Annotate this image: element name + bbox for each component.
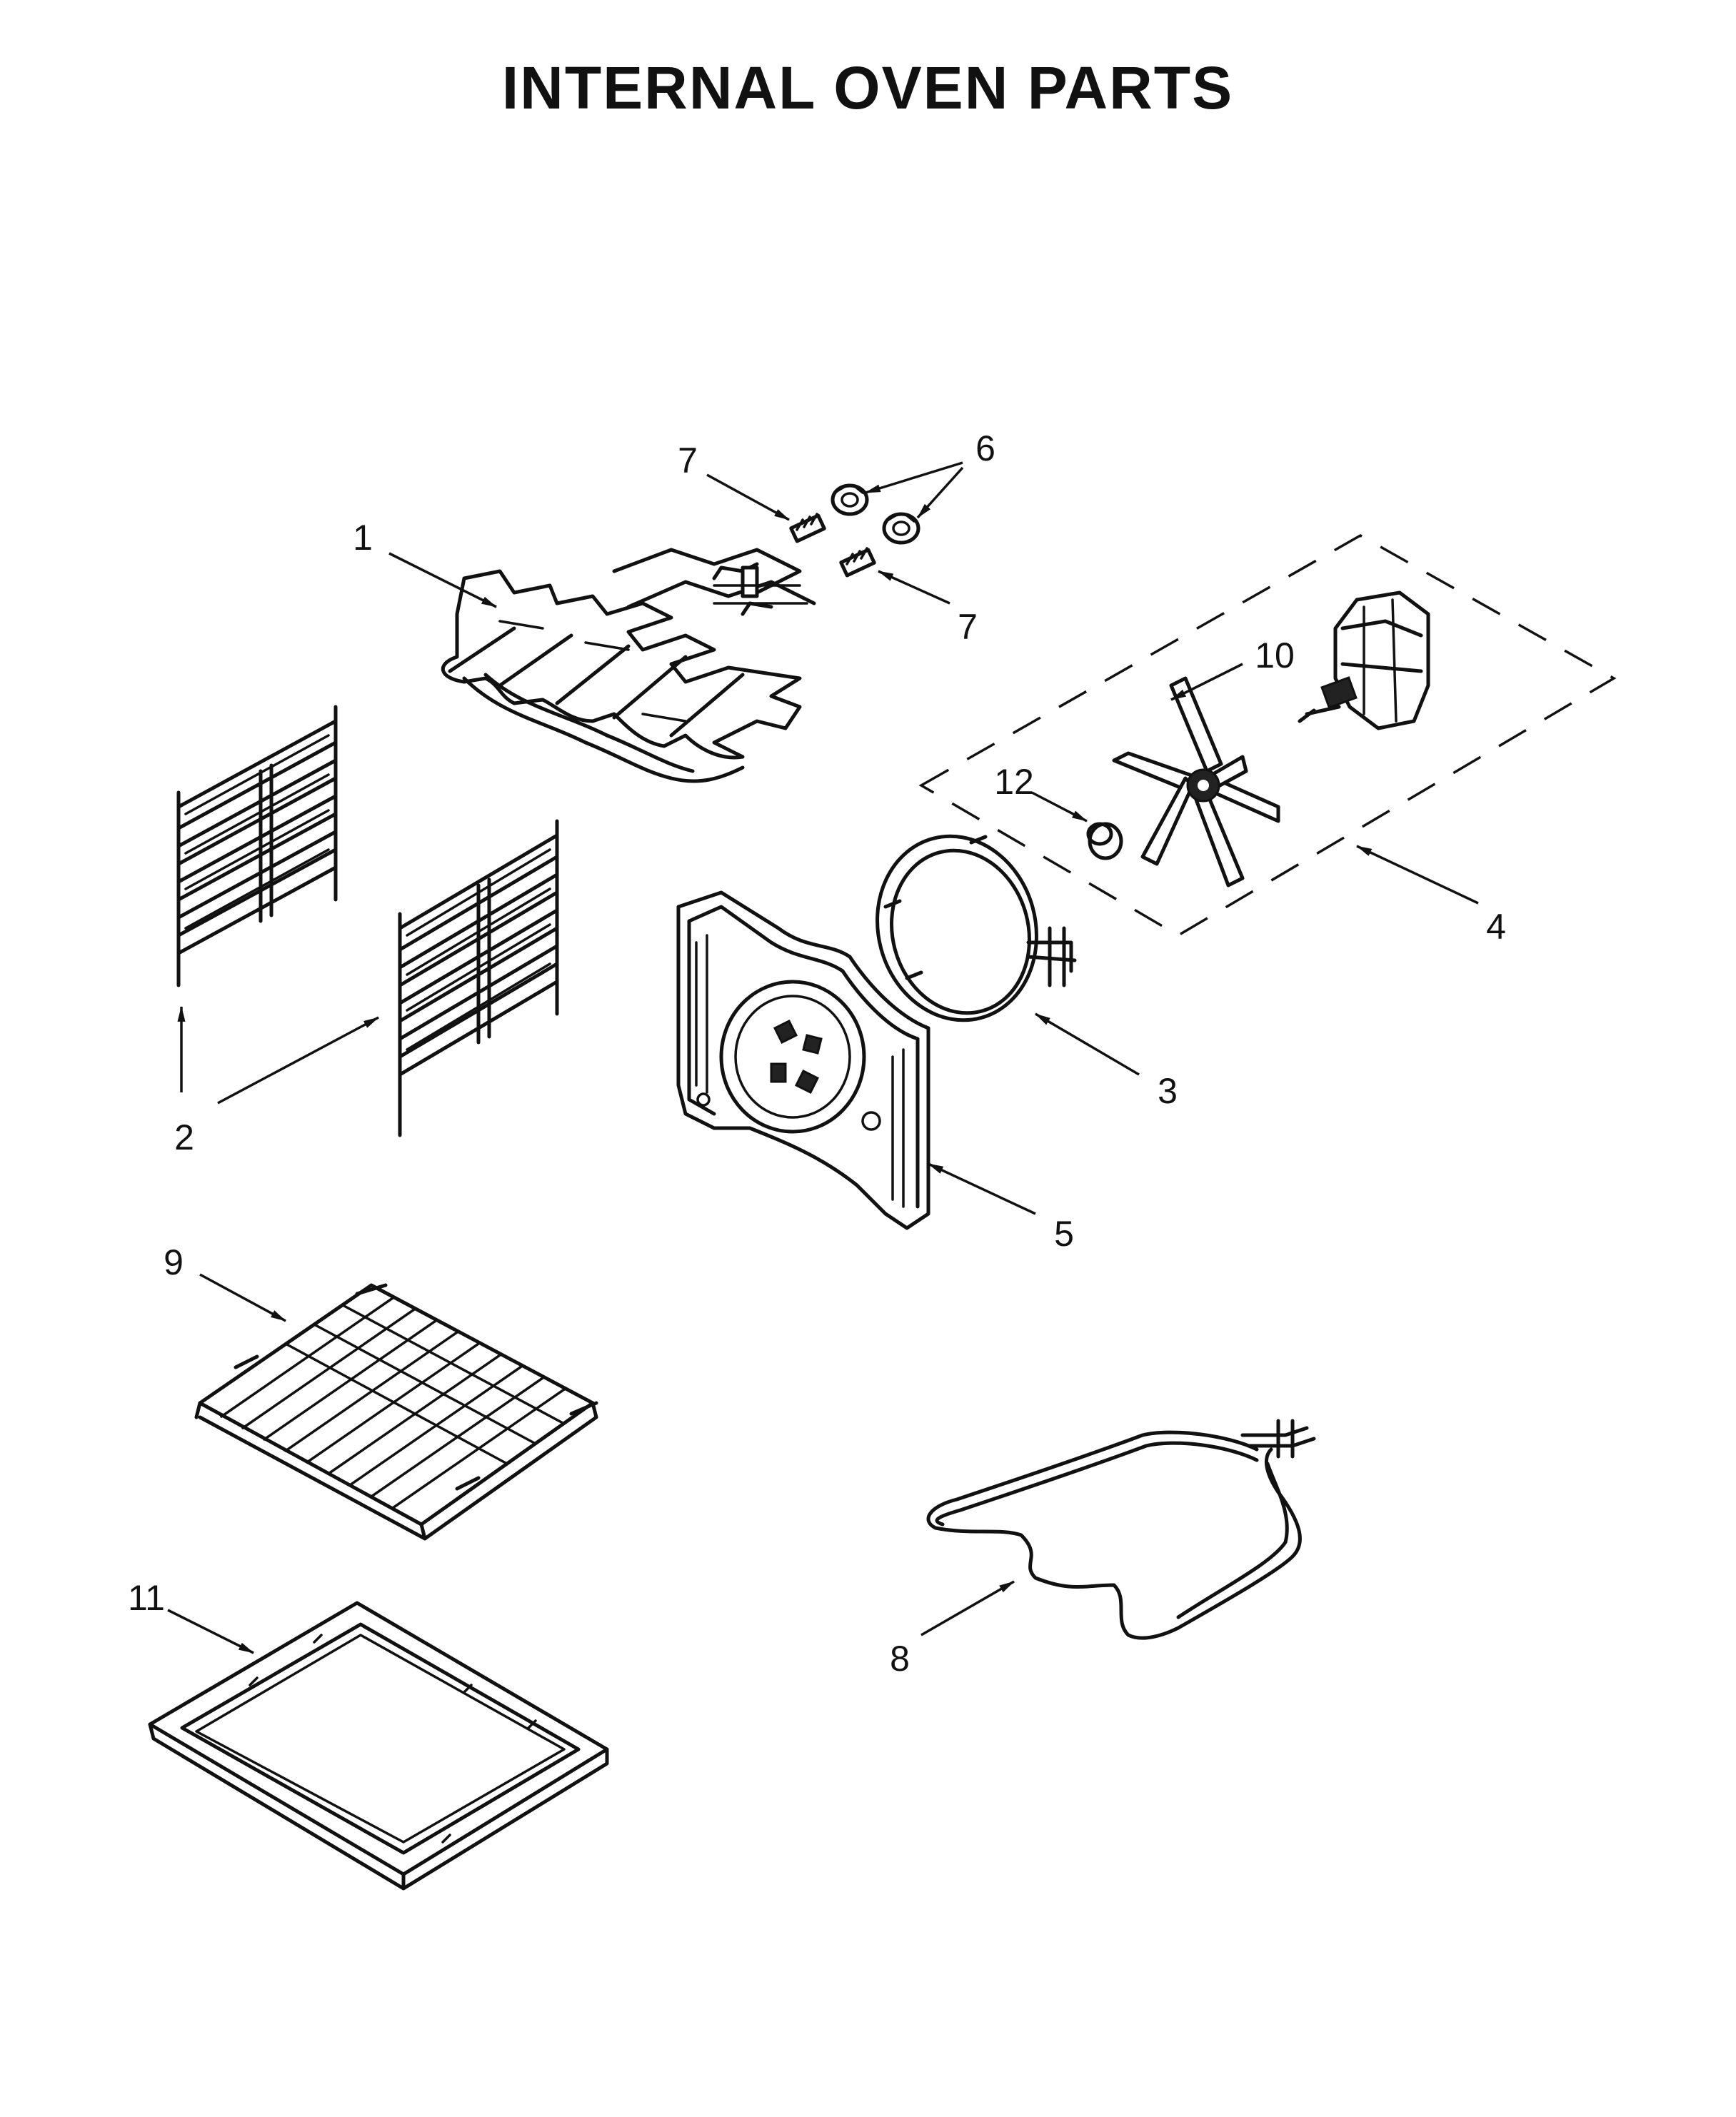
fan-blade-nut [1086, 822, 1123, 860]
rack-support-right [398, 819, 559, 1137]
convection-fan-cover [676, 890, 930, 1230]
page-title: INTERNAL OVEN PARTS [502, 54, 1233, 121]
rack-support-left [176, 705, 338, 987]
callout-7-upper: 7 [678, 441, 698, 481]
callout-labels: 1 2 3 4 5 6 7 7 8 9 10 11 12 [128, 428, 1506, 1679]
convection-element [875, 834, 1077, 1022]
callout-4: 4 [1486, 907, 1506, 947]
callout-2: 2 [174, 1117, 194, 1157]
leader-lines [167, 461, 1479, 1654]
terminal-spacer-lower [839, 547, 876, 578]
callout-11: 11 [128, 1578, 165, 1618]
terminal-spacer-upper [789, 513, 826, 543]
callout-5: 5 [1054, 1214, 1074, 1254]
oven-rack [194, 1283, 598, 1541]
broil-element [441, 548, 816, 783]
callout-12: 12 [994, 762, 1034, 802]
callout-1: 1 [353, 518, 373, 558]
callout-6: 6 [975, 428, 995, 468]
callout-3: 3 [1158, 1071, 1178, 1111]
convection-fan-motor [1298, 590, 1430, 730]
callout-8: 8 [890, 1639, 910, 1679]
convection-fan-blade [1112, 676, 1280, 887]
convection-fan-assembly-boundary [918, 533, 1617, 937]
callout-9: 9 [164, 1242, 184, 1282]
broiler-pan [148, 1601, 609, 1891]
callout-10: 10 [1255, 635, 1295, 675]
callout-7-lower: 7 [958, 607, 978, 647]
bake-element [926, 1419, 1316, 1640]
terminal-nut-upper [831, 483, 869, 516]
terminal-nut-lower [882, 512, 920, 545]
